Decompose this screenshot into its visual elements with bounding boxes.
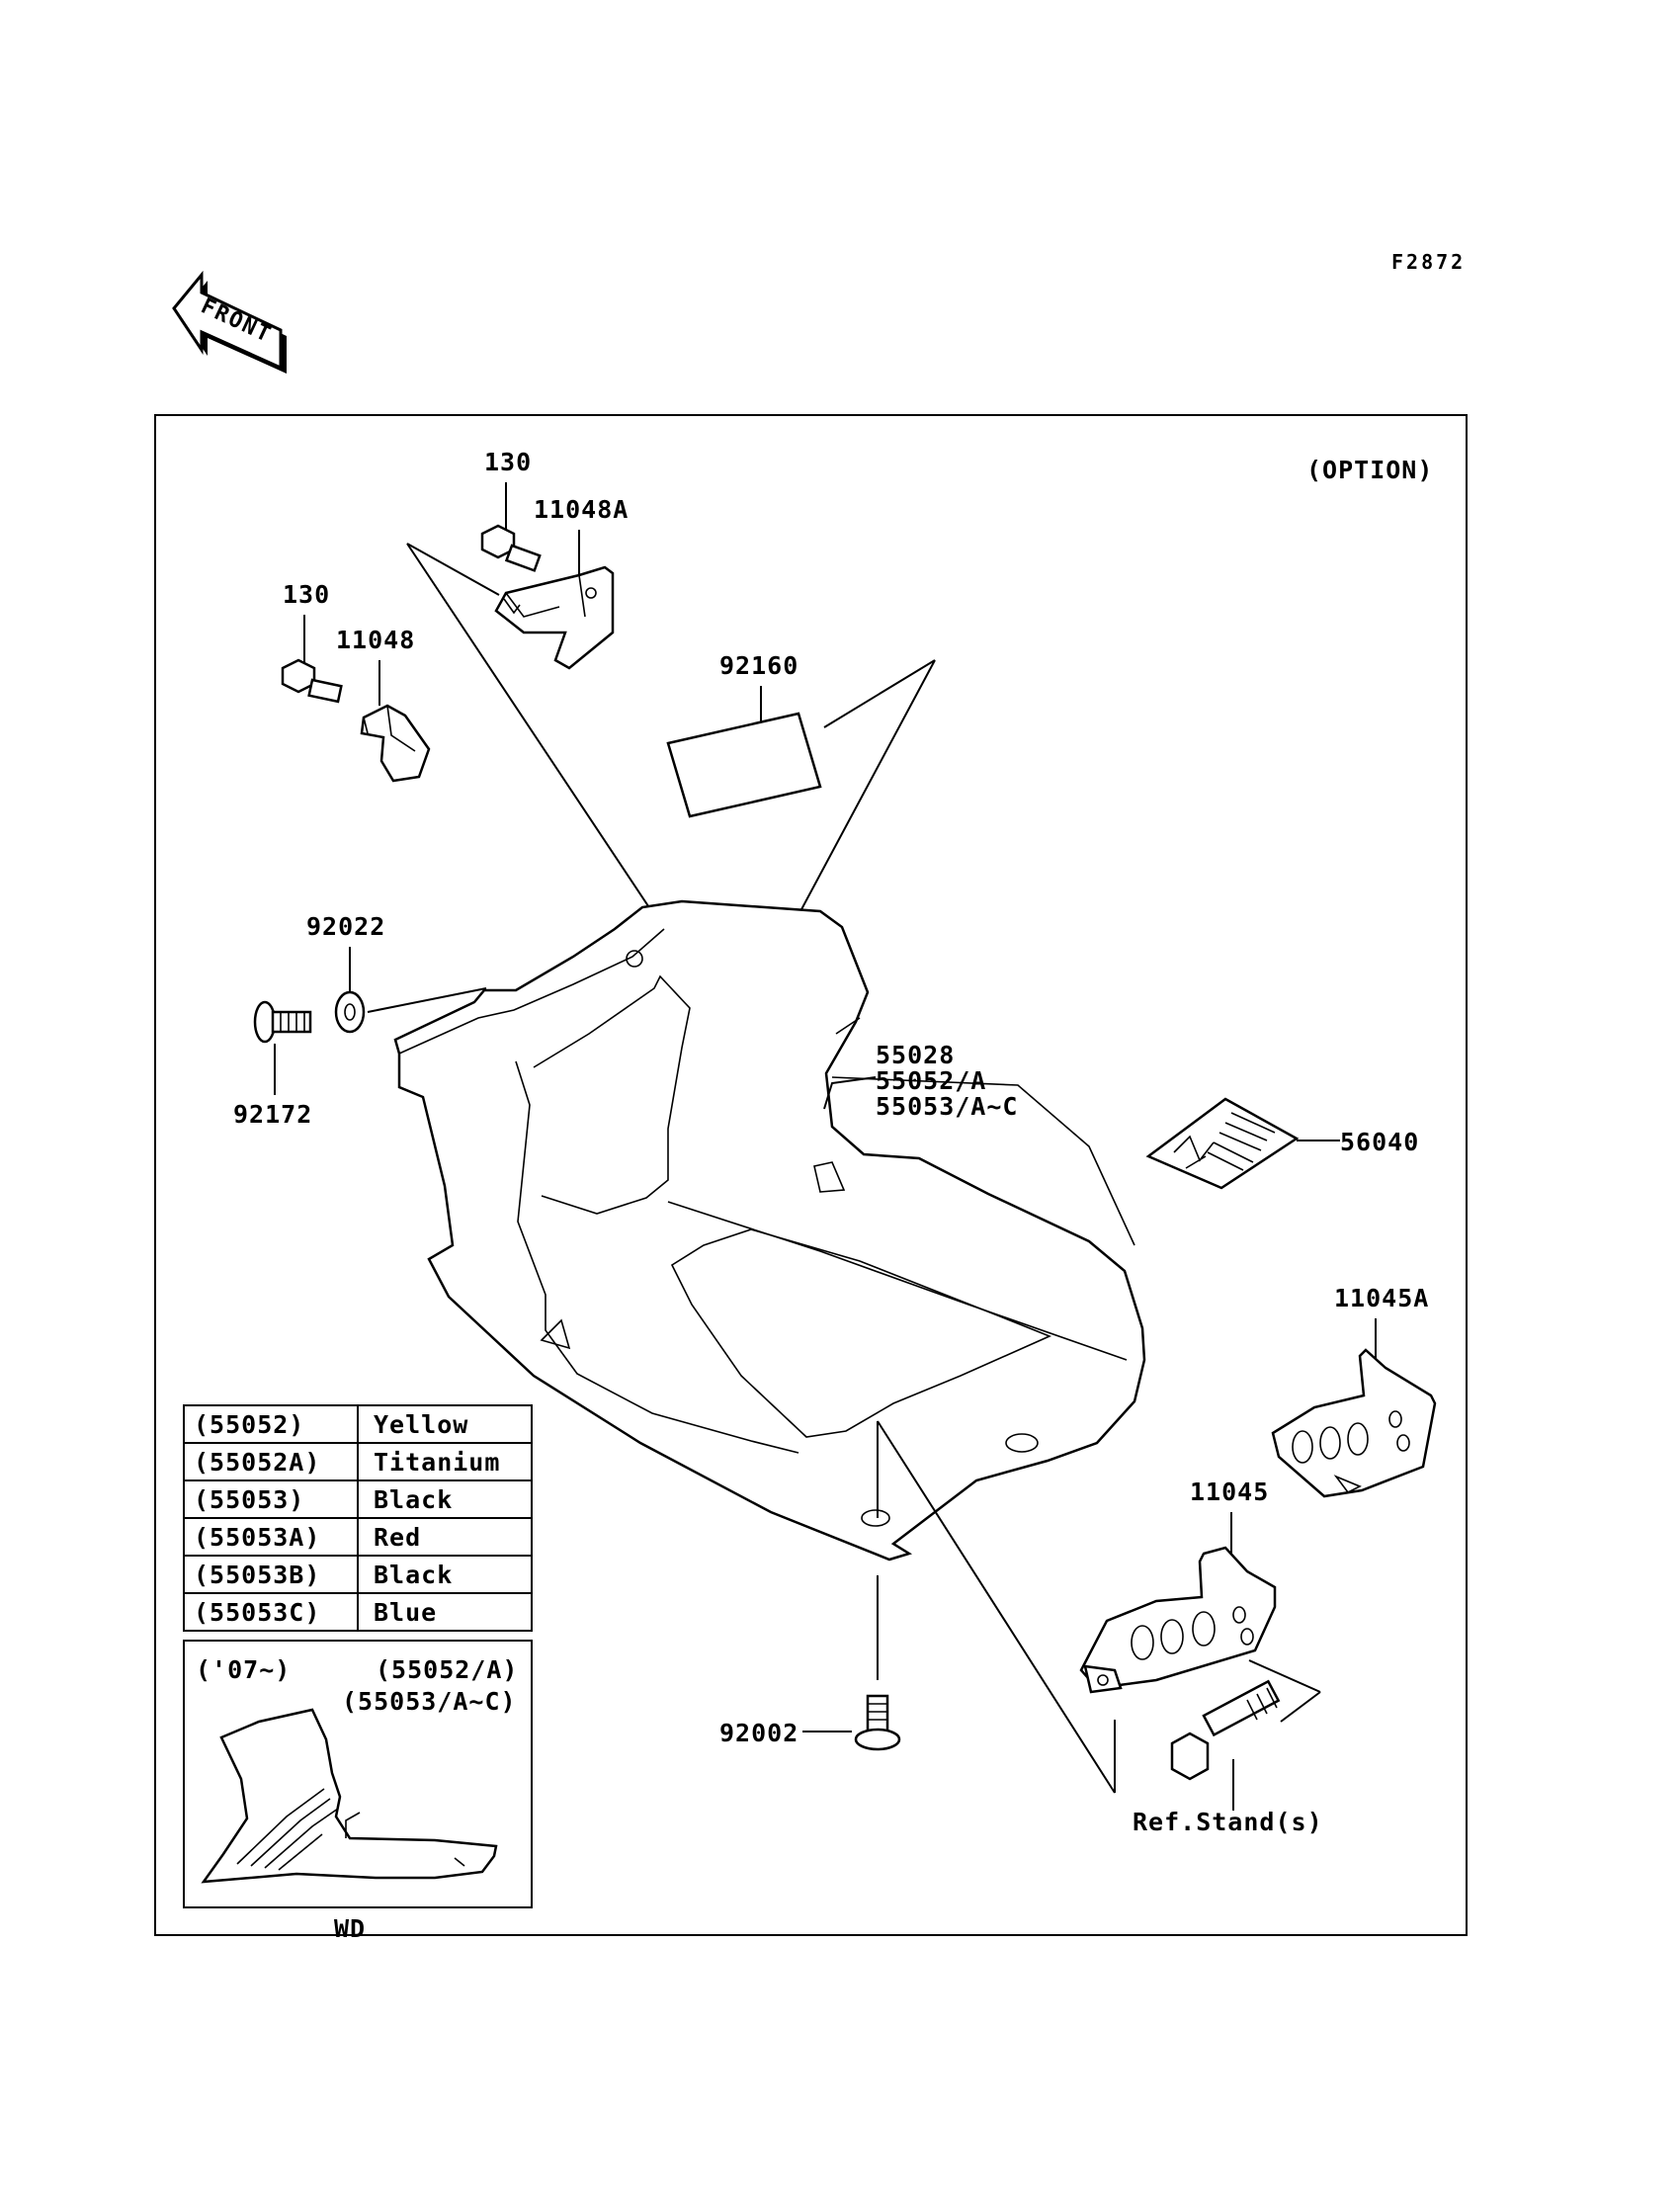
bracket-lower-icon [360, 704, 431, 783]
inset-caption: WD [334, 1914, 366, 1943]
inset-cowl [201, 1708, 498, 1884]
pad-92160 [666, 712, 822, 818]
diagram-frame [154, 414, 1468, 1936]
callout-bracket-upper: 11048A [534, 495, 629, 524]
inset-part-2: (55053/A~C) [342, 1687, 517, 1716]
stand-bolt-icon [1170, 1679, 1281, 1781]
color-name-4: Red [374, 1523, 421, 1552]
color-name-3: Black [374, 1485, 453, 1514]
callout-bracket-lower: 11048 [336, 626, 415, 654]
under-cowl [393, 899, 1146, 1562]
inset-box: ('07~) (55052/A) (55053/A~C) [183, 1640, 533, 1908]
color-name-5: Black [374, 1561, 453, 1589]
callout-ref-stand: Ref.Stand(s) [1133, 1808, 1323, 1836]
screw-left-icon [253, 1000, 312, 1044]
callout-screw-bottom: 92002 [719, 1719, 798, 1747]
inset-year: ('07~) [196, 1655, 291, 1684]
color-name-1: Yellow [374, 1410, 468, 1439]
stand-bracket-icon [1079, 1546, 1277, 1694]
color-code-2: (55052A) [194, 1448, 320, 1477]
callout-screw-left: 92172 [233, 1100, 312, 1129]
callout-stand-bracket: 11045 [1190, 1478, 1269, 1506]
front-arrow-icon: FRONT [172, 270, 287, 374]
option-label: (OPTION) [1306, 456, 1433, 484]
diagram-code: F2872 [1391, 250, 1466, 274]
callout-pad: 92160 [719, 651, 798, 680]
washer-icon [334, 990, 366, 1034]
callout-bolt-upper: 130 [484, 448, 532, 476]
bolt-upper-icon [480, 524, 542, 572]
color-code-3: (55053) [194, 1485, 304, 1514]
stand-bracket-a-icon [1271, 1348, 1437, 1498]
color-code-1: (55052) [194, 1410, 304, 1439]
label-card-56040 [1145, 1097, 1300, 1190]
callout-label-card: 56040 [1340, 1128, 1419, 1156]
color-code-6: (55053C) [194, 1598, 320, 1627]
bolt-lower-icon [281, 658, 343, 704]
color-name-6: Blue [374, 1598, 437, 1627]
callout-cowl-2: 55052/A [876, 1066, 986, 1095]
callout-cowl-3: 55053/A~C [876, 1092, 1018, 1121]
color-code-4: (55053A) [194, 1523, 320, 1552]
callout-washer: 92022 [306, 912, 385, 941]
color-name-2: Titanium [374, 1448, 500, 1477]
color-table: (55052) Yellow (55052A) Titanium (55053)… [183, 1404, 533, 1632]
callout-stand-bracket-a: 11045A [1334, 1284, 1429, 1312]
bracket-upper-icon [494, 565, 615, 670]
callout-bolt-lower: 130 [283, 580, 330, 609]
inset-part-1: (55052/A) [376, 1655, 518, 1684]
color-code-5: (55053B) [194, 1561, 320, 1589]
callout-cowl-1: 55028 [876, 1041, 955, 1069]
screw-bottom-icon [854, 1694, 901, 1751]
